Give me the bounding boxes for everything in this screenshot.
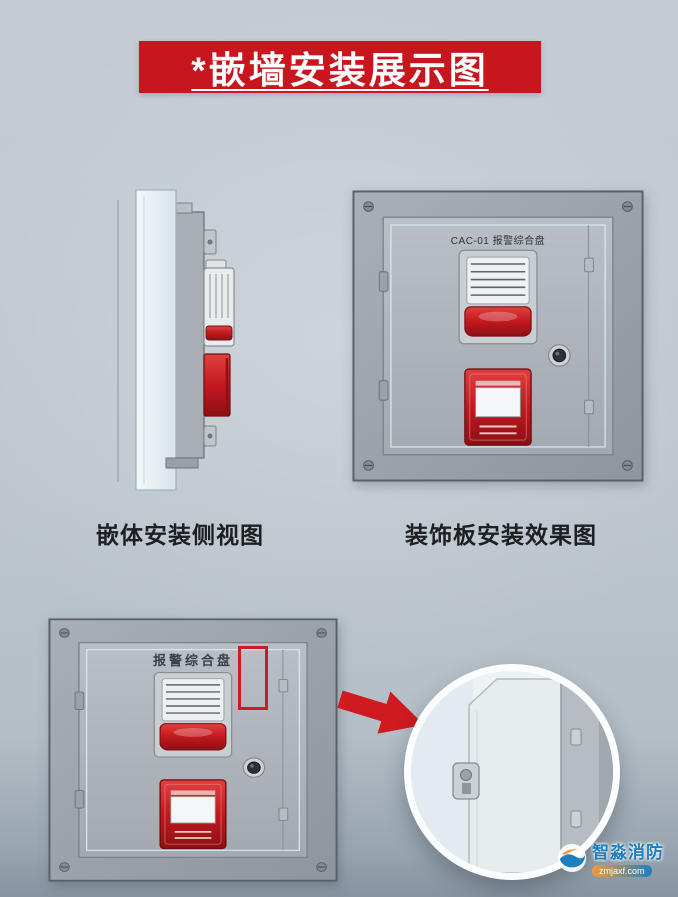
zoom-arrow-icon bbox=[337, 690, 425, 734]
top-clip bbox=[203, 229, 217, 255]
watermark-site: zmjaxf.com bbox=[592, 865, 652, 877]
watermark: 智淼消防 zmjaxf.com bbox=[556, 838, 664, 877]
caption-front-view: 装饰板安装效果图 bbox=[405, 522, 597, 548]
call-point-side bbox=[203, 353, 231, 417]
panel-edge-detail bbox=[468, 678, 562, 873]
zhimiao-logo-icon bbox=[557, 843, 587, 872]
watermark-brand: 智淼消防 bbox=[592, 843, 664, 862]
panel-model-label: CAC-01 报警综合盘 bbox=[450, 236, 546, 248]
caption-side-view: 嵌体安装侧视图 bbox=[96, 522, 264, 548]
page-title: *嵌墙安装展示图 bbox=[191, 50, 489, 91]
side-view-figure bbox=[110, 186, 258, 492]
bottom-panel-figure: 报警综合盘 bbox=[48, 618, 338, 882]
bottom-clip bbox=[203, 425, 217, 447]
strobe-sounder-side bbox=[203, 259, 235, 347]
title-banner: *嵌墙安装展示图 bbox=[139, 41, 541, 93]
panel-name-label: 报警综合盘 bbox=[152, 652, 233, 668]
watermark-text: 智淼消防 zmjaxf.com bbox=[592, 838, 664, 877]
highlight-rectangle bbox=[238, 646, 268, 710]
hinge-marks-detail bbox=[570, 728, 582, 828]
latch-detail bbox=[452, 762, 480, 800]
front-view-figure: CAC-01 报警综合盘 bbox=[352, 190, 644, 482]
bottom-foot bbox=[165, 457, 199, 469]
detail-zoom-view bbox=[404, 664, 620, 880]
wall-panel-side bbox=[135, 189, 177, 491]
detail-illustration bbox=[411, 671, 613, 873]
side-view-illustration bbox=[117, 189, 235, 491]
